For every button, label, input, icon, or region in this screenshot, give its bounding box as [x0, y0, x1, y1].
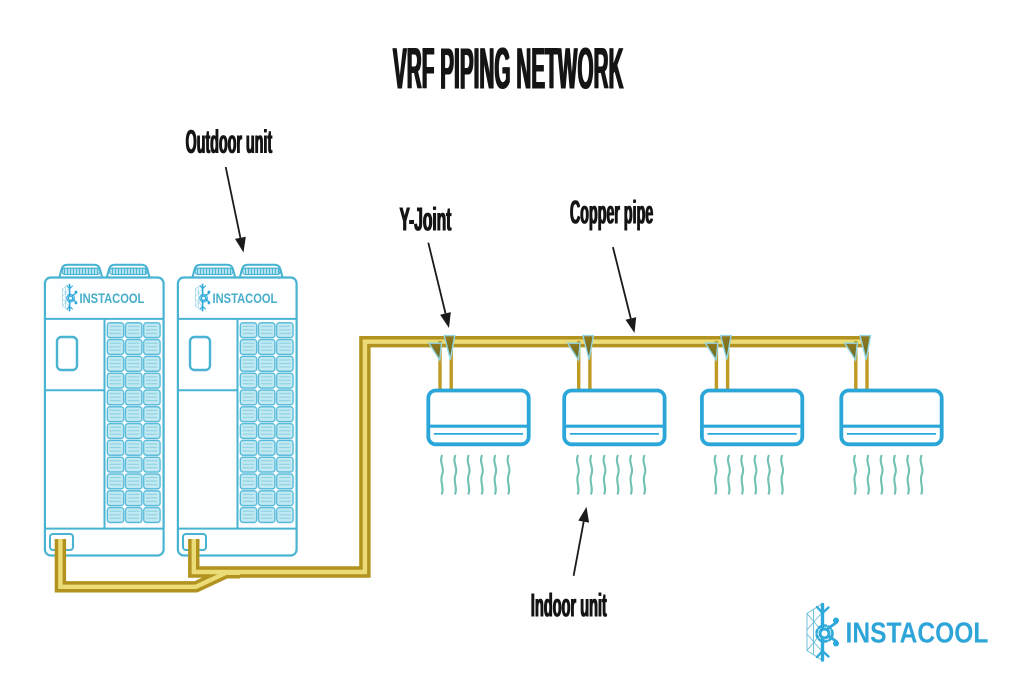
- svg-text:Outdoor unit: Outdoor unit: [186, 124, 273, 160]
- svg-text:VRF PIPING NETWORK: VRF PIPING NETWORK: [394, 38, 625, 102]
- svg-text:Indoor unit: Indoor unit: [530, 588, 606, 624]
- svg-text:Y-Joint: Y-Joint: [399, 202, 451, 238]
- svg-text:Copper pipe: Copper pipe: [570, 195, 653, 231]
- svg-text:Y-Joint: Y-Joint: [400, 202, 452, 238]
- svg-text:INSTACOOL: INSTACOOL: [846, 617, 989, 649]
- svg-text:VRF PIPING NETWORK: VRF PIPING NETWORK: [392, 38, 623, 102]
- svg-text:Indoor unit: Indoor unit: [531, 588, 607, 624]
- svg-text:Outdoor unit: Outdoor unit: [185, 124, 272, 160]
- svg-text:Copper pipe: Copper pipe: [570, 195, 653, 231]
